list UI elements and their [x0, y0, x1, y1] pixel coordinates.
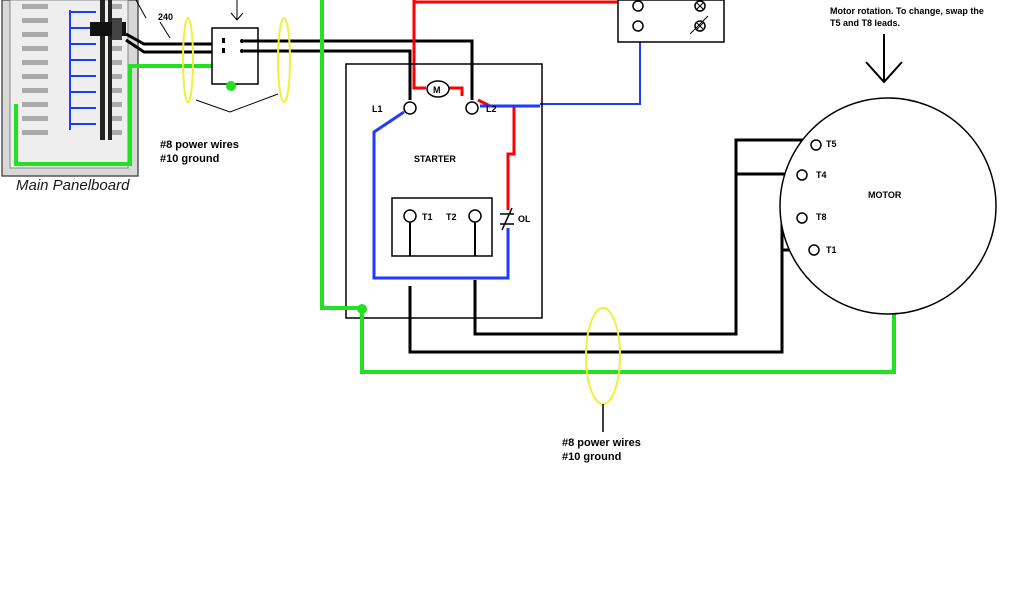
ground-label-2: #10 ground: [562, 451, 621, 463]
hot-conductor-l1: [244, 49, 412, 100]
control-station-terminal-2: [632, 20, 644, 32]
motor-terminal-t4: [796, 169, 808, 181]
motor-terminal-t1-label: T1: [826, 245, 837, 255]
power-wires-label-2: #8 power wires: [562, 437, 641, 449]
terminal-l2: [465, 101, 479, 115]
hot-conductors: #8 power wires #10 ground: [160, 17, 474, 165]
terminal-l2-label: L2: [486, 104, 497, 114]
wire-bundle-marker-1: [182, 17, 194, 103]
terminal-t2: [468, 209, 482, 223]
motor-label: MOTOR: [868, 190, 902, 200]
motor-lead-t2: [473, 138, 814, 336]
starter: STARTER M L1 L2 T1 T2 OL: [345, 63, 543, 319]
terminal-l1: [403, 101, 417, 115]
feeder-hot-2: [125, 38, 212, 54]
overload-label: OL: [518, 214, 531, 224]
panel-breakers-left: [22, 4, 48, 135]
starter-internal-leads: [409, 222, 476, 256]
control-wire-red-overload: [477, 98, 516, 210]
disconnect-enclosure: [211, 27, 259, 85]
ground-label-1: #10 ground: [160, 153, 219, 165]
control-wire-blue-l1: [372, 110, 510, 280]
disconnect-switch: [211, 0, 259, 91]
rotation-note-line1: Motor rotation. To change, swap the: [830, 6, 984, 16]
voltage-callout-line: [135, 0, 147, 19]
starter-label: STARTER: [414, 154, 456, 164]
control-station: [617, 0, 725, 43]
motor-terminal-t8-label: T8: [816, 212, 827, 222]
ground-conductor-motor: [360, 300, 896, 374]
overload-contact: [500, 207, 514, 231]
control-wire-red-coil: [412, 0, 426, 90]
contactor-coil: [426, 80, 450, 98]
motor-lead-t1: [408, 216, 798, 354]
contactor-coil-label: M: [433, 85, 441, 95]
rotation-note-line2: T5 and T8 leads.: [830, 18, 900, 28]
feeder-hot-1: [125, 32, 212, 46]
terminal-t2-label: T2: [446, 212, 457, 222]
motor-terminal-t1: [808, 244, 820, 256]
power-wires-callout: [195, 93, 279, 113]
voltage-label: 240: [158, 12, 173, 22]
control-wire-blue-station: [540, 20, 641, 105]
wire-bundle-marker-3: [585, 307, 621, 405]
motor-housing: [779, 97, 997, 315]
motor: MOTOR T5 T4 T8 T1: [779, 97, 997, 315]
motor-terminal-t5: [810, 139, 822, 151]
rotation-arrow-icon: [865, 34, 903, 84]
ground-conductor-main: [320, 0, 362, 310]
overload-block: [391, 197, 493, 257]
terminal-t1: [403, 209, 417, 223]
control-wire-red-coil-out: [448, 86, 464, 96]
motor-terminal-t4-label: T4: [816, 170, 827, 180]
control-station-terminal-1: [632, 0, 644, 12]
panel-ground-bar: [14, 64, 138, 166]
disconnect-arrow-icon: [230, 0, 244, 21]
wire-bundle-marker-2: [277, 17, 291, 103]
panel-label: Main Panelboard: [16, 177, 130, 194]
starter-enclosure: [345, 63, 543, 319]
disconnect-ground-lug: [226, 81, 236, 91]
motor-terminal-t5-label: T5: [826, 139, 837, 149]
terminal-l1-label: L1: [372, 104, 383, 114]
panel-bus-bars: [90, 0, 126, 140]
power-wires-label-1: #8 power wires: [160, 139, 239, 151]
terminal-t1-label: T1: [422, 212, 433, 222]
voltage-pointer: [159, 21, 171, 39]
motor-terminal-t8: [796, 212, 808, 224]
main-panelboard: Main Panelboard: [1, 0, 139, 194]
